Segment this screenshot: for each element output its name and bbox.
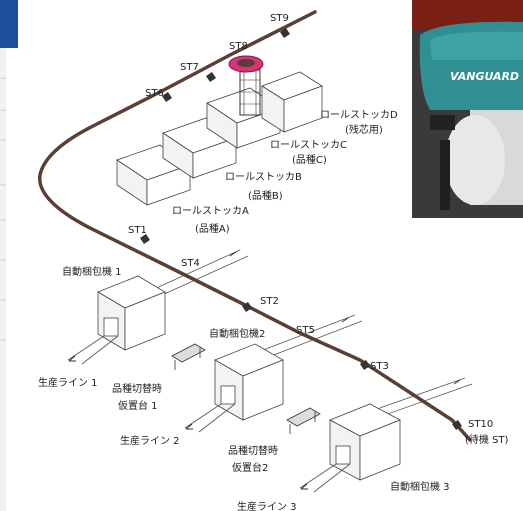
label-temp-table-1-line2: 仮置台 1: [118, 399, 158, 412]
label-stocker-a: ロールストッカA: [172, 205, 249, 217]
machine-photo: VANGUARD: [412, 0, 523, 218]
label-machine-1: 自動梱包機 1: [62, 265, 122, 278]
label-temp-table-2-line1: 品種切替時: [228, 444, 278, 457]
temp-table-2: [286, 407, 321, 434]
label-line-2: 生産ライン 2: [120, 434, 180, 447]
label-st2: ST2: [260, 296, 279, 307]
label-temp-table-1-line1: 品種切替時: [112, 382, 162, 395]
packing-machine-2: [184, 343, 284, 433]
label-st1: ST1: [128, 225, 147, 236]
label-st10: ST10: [468, 419, 493, 430]
label-st7: ST7: [180, 62, 199, 73]
label-line-3: 生産ライン 3: [237, 500, 297, 511]
label-machine-2: 自動梱包機2: [209, 327, 265, 340]
packing-machine-3: [299, 403, 401, 493]
label-machine-3: 自動梱包機 3: [390, 480, 450, 493]
label-stocker-c-sub: (品種C): [292, 153, 327, 166]
label-line-1: 生産ライン 1: [38, 376, 98, 389]
stocker-d: [261, 71, 323, 133]
packing-machine-1: [67, 275, 166, 365]
left-edge-fragment: [0, 0, 18, 511]
label-st10-note: (待機 ST): [465, 433, 509, 446]
label-temp-table-2-line2: 仮置台2: [232, 461, 268, 474]
photo-brand-text: VANGUARD: [450, 70, 519, 83]
label-stocker-d-sub: (残芯用): [345, 123, 383, 136]
label-st4: ST4: [181, 258, 200, 269]
label-stocker-b: ロールストッカB: [225, 171, 302, 183]
label-stocker-d: ロールストッカD: [320, 109, 398, 121]
label-st5: ST5: [296, 325, 315, 336]
st8-lift-tower: [228, 55, 264, 116]
label-stocker-b-sub: (品種B): [248, 189, 283, 202]
station-markers: [140, 28, 462, 430]
label-stocker-a-sub: (品種A): [195, 222, 230, 235]
main-rail: [38, 10, 472, 442]
label-stocker-c: ロールストッカC: [270, 139, 347, 151]
label-st6: ST6: [145, 88, 164, 99]
label-st9: ST9: [270, 13, 289, 24]
label-st8: ST8: [229, 41, 248, 52]
label-st3: ST3: [370, 361, 389, 372]
temp-table-1: [171, 343, 206, 370]
